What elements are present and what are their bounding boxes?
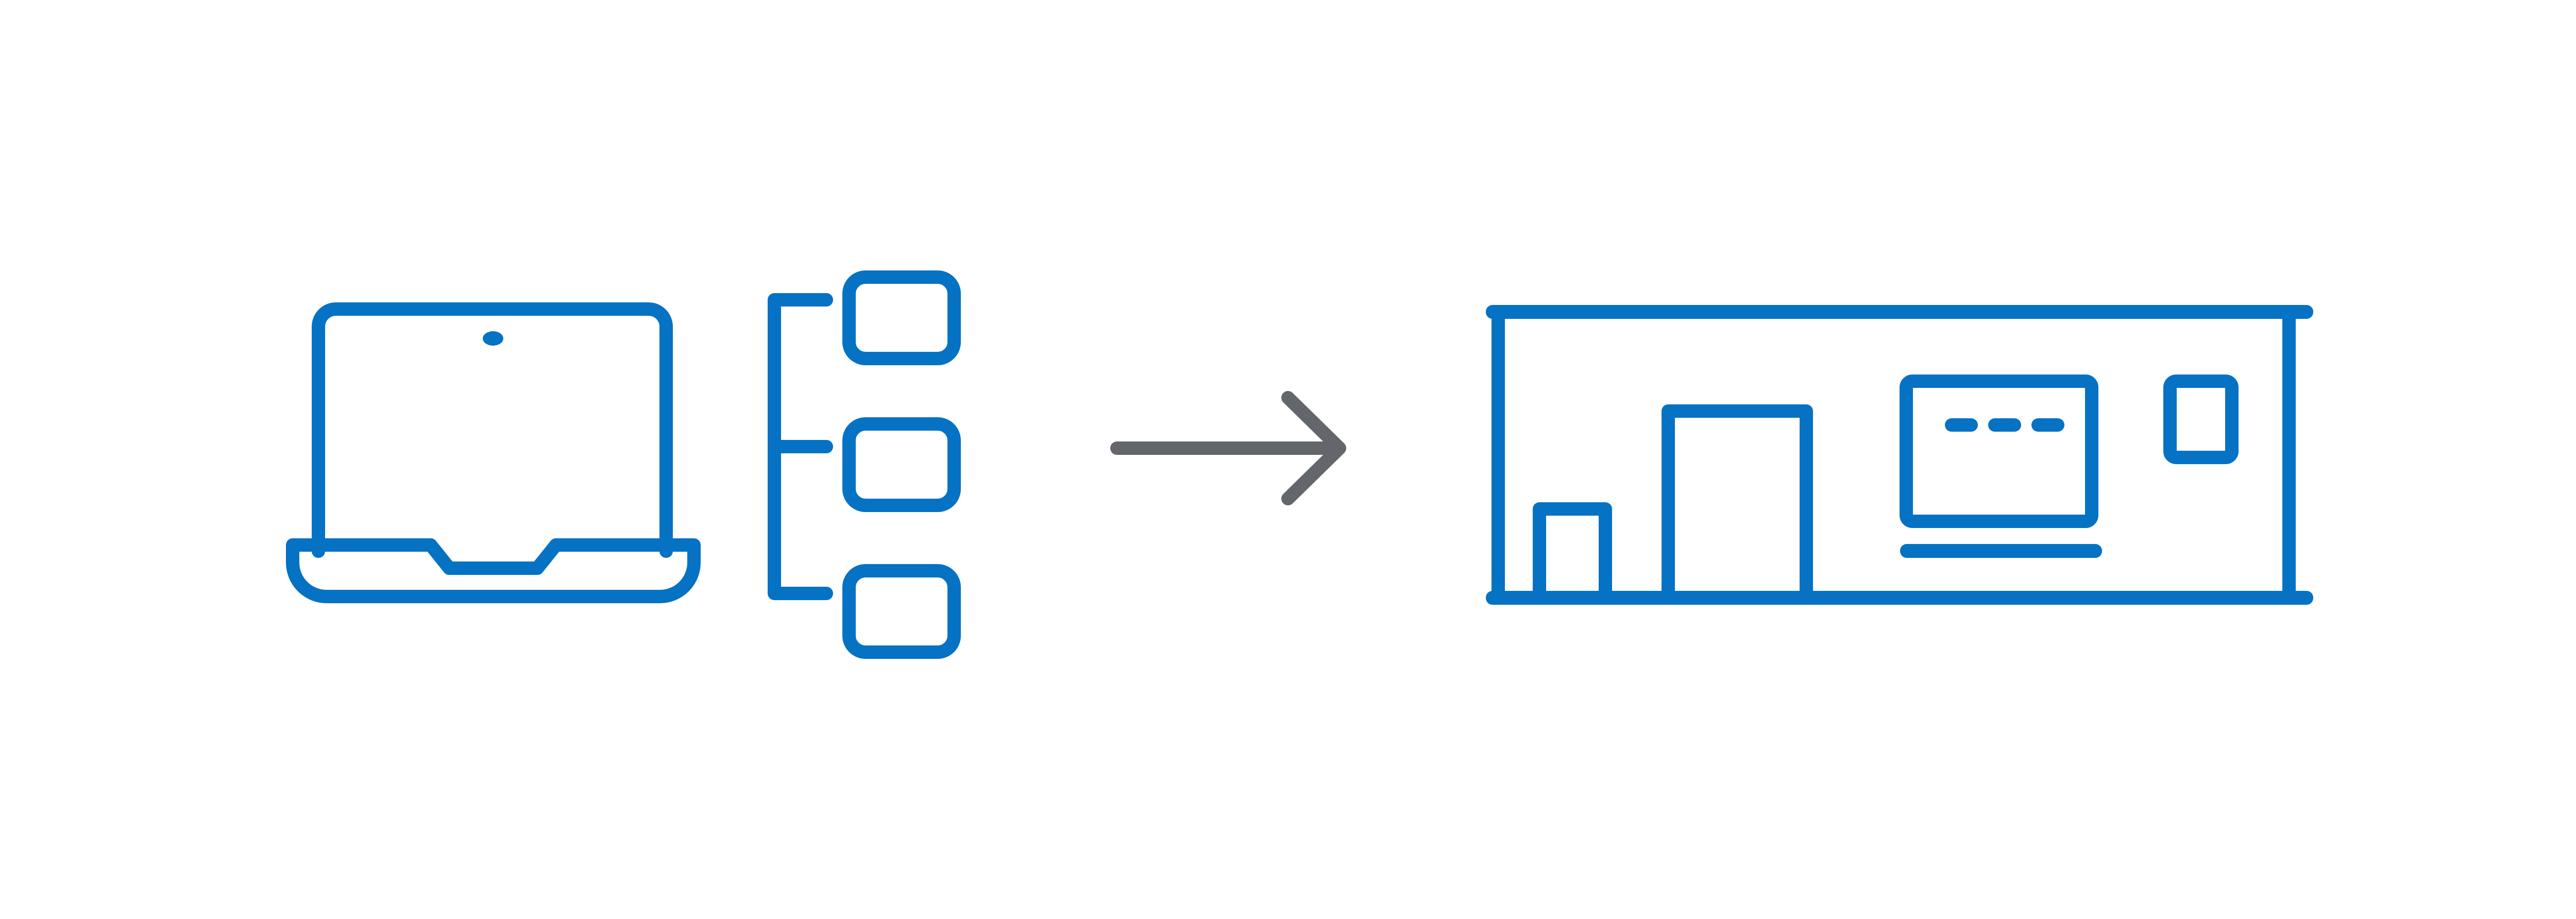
laptop-base-outline <box>286 538 701 603</box>
building-underline-bar <box>1900 544 2102 558</box>
arrow-head <box>1281 391 1346 505</box>
building-window-dash-1 <box>1945 418 1978 432</box>
building-tall-bar <box>1662 404 1813 604</box>
hierarchy-node-1[interactable] <box>842 270 961 365</box>
building-side-panel[interactable] <box>2163 375 2239 464</box>
building-roof-bar <box>1486 305 2313 319</box>
building-window-panel[interactable] <box>1900 375 2098 528</box>
building-window-dash-2 <box>1988 418 2021 432</box>
hierarchy-node-3[interactable] <box>842 564 961 659</box>
building-short-bar <box>1533 502 1612 604</box>
hierarchy-tree-icon[interactable] <box>768 270 961 659</box>
laptop-icon[interactable] <box>286 302 701 603</box>
building-icon[interactable] <box>1486 305 2313 605</box>
hierarchy-node-2[interactable] <box>842 417 961 512</box>
laptop-webcam-icon <box>483 331 503 346</box>
building-floor-bar <box>1486 591 2313 605</box>
building-window-dash-3 <box>2031 418 2064 432</box>
arrow-right-icon <box>1110 391 1346 505</box>
laptop-screen-outline <box>312 302 673 558</box>
